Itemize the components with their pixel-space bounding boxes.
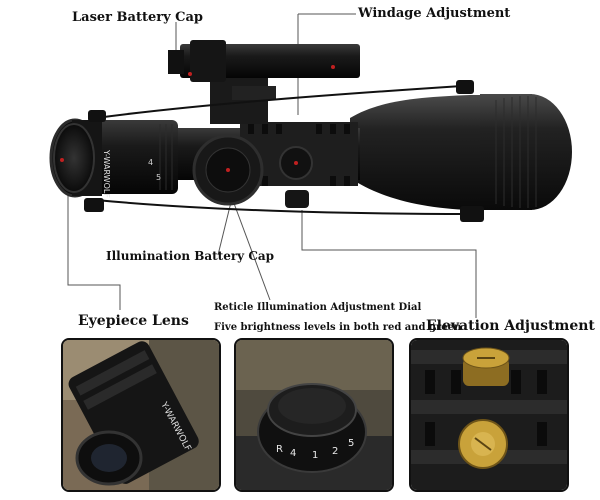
lower-brass-turret — [458, 419, 508, 469]
label-laser-battery-cap: Laser Battery Cap — [72, 10, 204, 25]
label-windage-adjustment: Windage Adjustment — [358, 6, 511, 21]
label-elevation-adjustment: Elevation Adjustment — [426, 318, 595, 334]
elevation-turret — [285, 190, 309, 208]
scope-brand-text: Y-WARWOLF — [102, 149, 111, 198]
label-reticle-dial: Reticle Illumination Adjustment Dial — [214, 302, 422, 313]
eyepiece-detail-photo: Y-WARWOLF — [61, 338, 221, 492]
dial-mark-1: 1 — [312, 450, 318, 461]
elevation-turret-detail-photo — [409, 338, 569, 492]
dial-mark-4: 4 — [290, 448, 296, 459]
objective-bell — [350, 95, 490, 210]
lens-cap-cord — [95, 85, 471, 215]
label-illumination-battery-cap: Illumination Battery Cap — [106, 249, 275, 263]
label-brightness-levels: Five brightness levels in both red and g… — [214, 322, 462, 333]
leader-lines — [67, 13, 477, 318]
zoom-marking-2: 5 — [156, 173, 161, 182]
eyepiece-housing — [96, 120, 178, 194]
dial-mark-2: 2 — [332, 446, 338, 457]
dial-mark-5: 5 — [348, 438, 354, 449]
reticle-dial-detail-photo: R 4 1 2 5 — [234, 338, 394, 492]
label-eyepiece-lens: Eyepiece Lens — [78, 313, 189, 329]
dial-mark-r: R — [276, 444, 283, 455]
zoom-marking-1: 4 — [148, 158, 153, 167]
upper-brass-turret — [462, 347, 510, 386]
